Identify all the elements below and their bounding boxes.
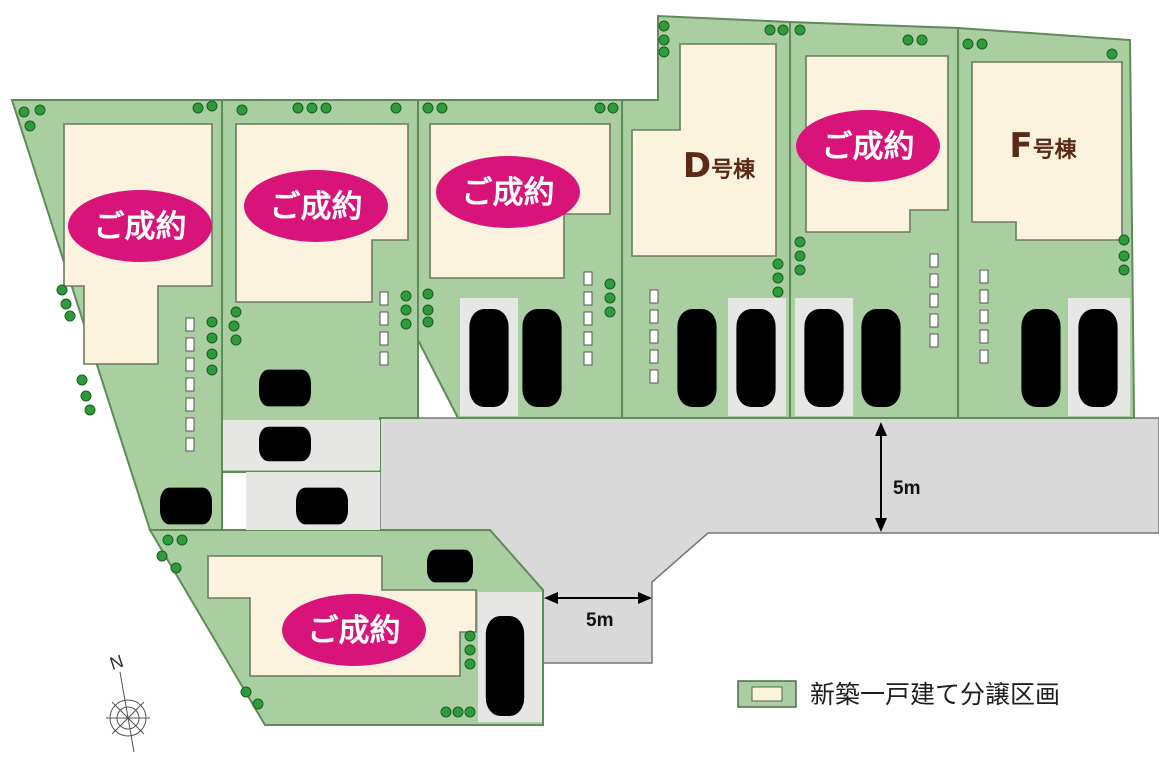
car-outline [259, 369, 311, 407]
fence-bricks [185, 253, 989, 452]
car [736, 309, 776, 407]
sold-badge: ご成約 [436, 156, 580, 228]
legend-label: 新築一戸建て分譲区画 [810, 680, 1060, 709]
car-outline [427, 549, 473, 583]
sold-badge: ご成約 [68, 190, 212, 262]
car [804, 309, 844, 407]
sold-label: ご成約 [462, 175, 555, 211]
car-outline [1021, 309, 1061, 407]
sold-badge: ご成約 [244, 170, 388, 242]
sold-label: ご成約 [270, 189, 363, 225]
north-label: N [107, 651, 126, 674]
house-footprint [971, 61, 1123, 241]
car [469, 309, 509, 407]
building-suffix: 号棟 [711, 157, 756, 183]
svg-text:F号棟: F号棟 [1009, 126, 1077, 166]
building-label: F号棟 [1009, 126, 1077, 166]
building-letter: F [1009, 126, 1032, 166]
sold-badge: ご成約 [796, 110, 940, 182]
car [1078, 309, 1118, 407]
compass-rose: N [106, 651, 150, 753]
road-width-label: 5m [893, 478, 920, 499]
sold-badge: ご成約 [282, 594, 426, 666]
house-footprint [631, 43, 777, 257]
car-outline [522, 309, 562, 407]
road-width-dimension-horizontal: 5m [544, 592, 652, 631]
car [259, 426, 311, 462]
car [296, 487, 348, 525]
building-letter: D [683, 146, 711, 186]
shrubs [18, 20, 1130, 718]
sold-label: ご成約 [822, 129, 915, 165]
car-outline [861, 309, 901, 407]
building-suffix: 号棟 [1033, 137, 1078, 163]
sold-label: ご成約 [94, 209, 187, 245]
car [485, 616, 525, 716]
building-label: D号棟 [683, 146, 756, 186]
road-width-dimension-vertical: 5m [875, 422, 920, 532]
svg-text:D号棟: D号棟 [683, 146, 756, 186]
car-outline [160, 487, 212, 525]
car-outline [677, 309, 717, 407]
road-width-label: 5m [586, 610, 613, 631]
legend: 新築一戸建て分譲区画 [737, 680, 1060, 709]
sold-label: ご成約 [308, 613, 401, 649]
